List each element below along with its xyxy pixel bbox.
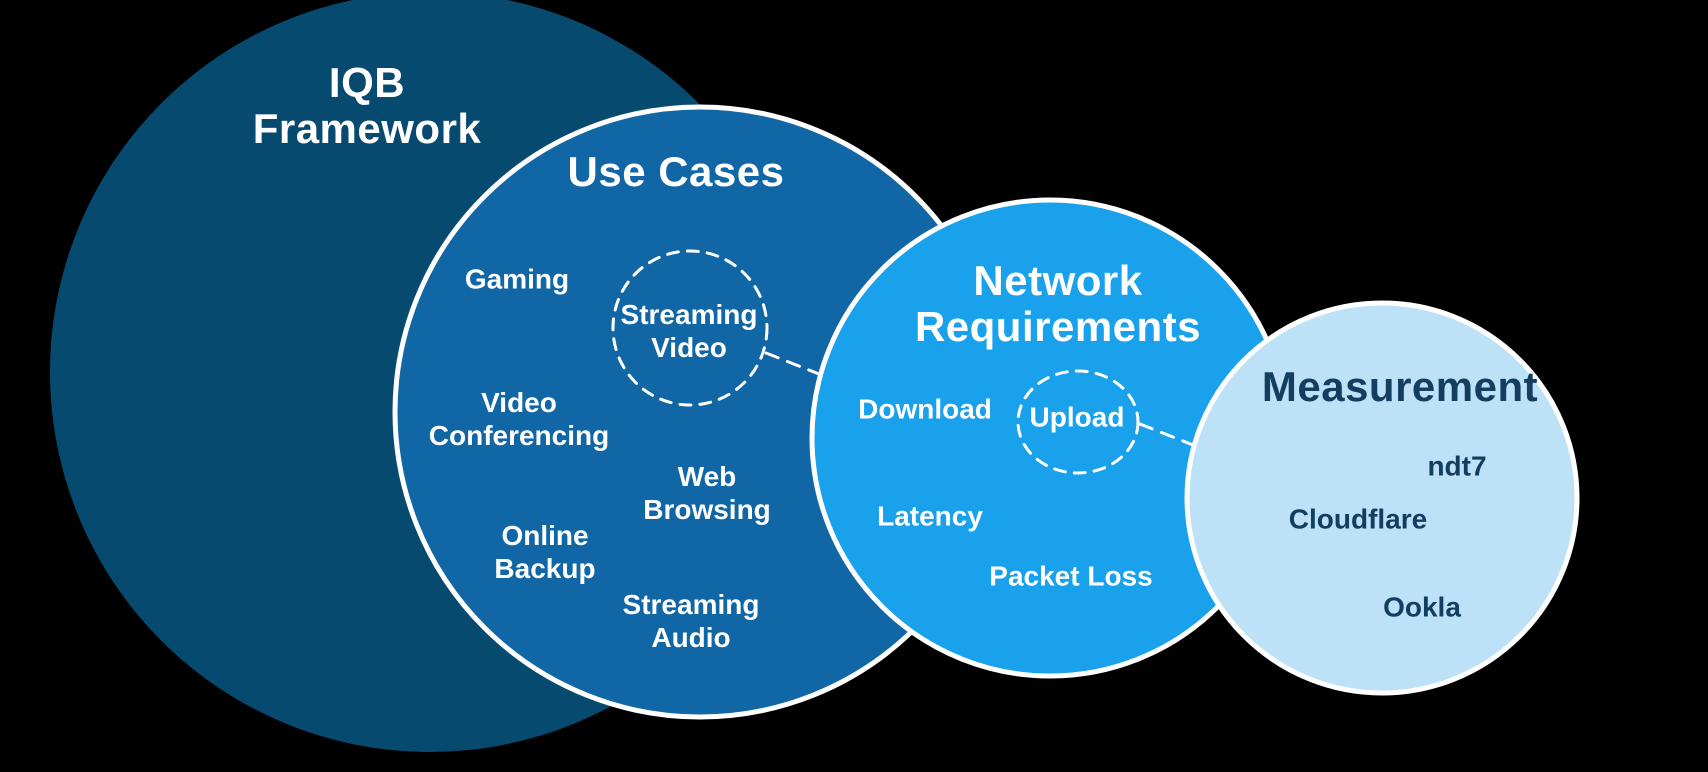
upload-dashed-circle [1016,369,1140,475]
streaming-video-dashed-circle [611,249,769,407]
streaming-video-to-network-connector [764,351,821,376]
measurement-circle [1184,300,1580,696]
upload-to-measurement-connector [1138,422,1195,447]
